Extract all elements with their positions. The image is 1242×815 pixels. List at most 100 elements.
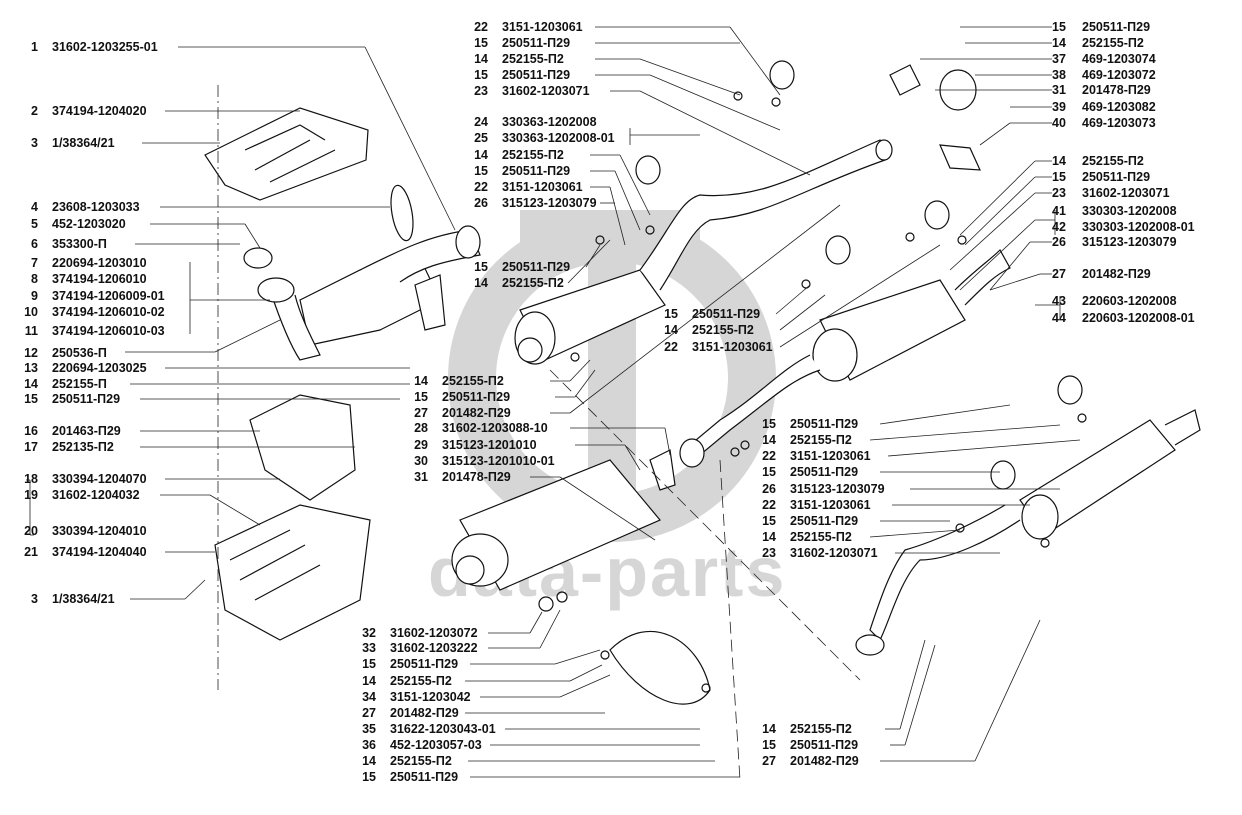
part-number: 250511-П29 xyxy=(502,68,571,82)
part-number: 250511-П29 xyxy=(502,260,571,274)
callout-number: 22 xyxy=(762,449,776,463)
callout-number: 15 xyxy=(474,164,488,178)
part-number: 330303-1202008-01 xyxy=(1082,220,1195,234)
callout-number: 27 xyxy=(1052,267,1066,281)
part-number: 252155-П2 xyxy=(790,722,852,736)
callout-number: 15 xyxy=(362,657,376,671)
callout-number: 27 xyxy=(414,406,428,420)
part-number: 315123-1203079 xyxy=(1082,235,1177,249)
part-number: 3151-1203061 xyxy=(692,340,773,354)
part-number: 330394-1204010 xyxy=(52,524,147,538)
gasket-4 xyxy=(390,184,414,242)
part-number: 315123-1203079 xyxy=(502,196,597,210)
tail-pipe xyxy=(869,504,1021,642)
part-number: 330394-1204070 xyxy=(52,472,147,486)
part-number: 3151-1203061 xyxy=(502,20,583,34)
part-callout: 15 250511-П29 xyxy=(462,36,570,50)
callout-number: 27 xyxy=(762,754,776,768)
clamp-ring-35 xyxy=(609,630,711,705)
part-number: 250511-П29 xyxy=(790,465,859,479)
converter-bracket xyxy=(414,274,446,331)
part-number: 31602-1203071 xyxy=(502,84,590,98)
part-number: 252155-П2 xyxy=(790,530,852,544)
callout-number: 25 xyxy=(474,131,488,145)
flange-5 xyxy=(243,247,273,269)
part-number: 201482-П29 xyxy=(1082,267,1151,281)
part-number: 250511-П29 xyxy=(502,36,571,50)
part-number: 469-1203082 xyxy=(1082,100,1156,114)
callout-number: 17 xyxy=(24,440,38,454)
callout-number: 12 xyxy=(24,346,38,360)
callout-number: 15 xyxy=(474,36,488,50)
part-number: 23608-1203033 xyxy=(52,200,140,214)
part-number: 31602-1203255-01 xyxy=(52,40,158,54)
callout-number: 42 xyxy=(1052,220,1066,234)
callout-number: 26 xyxy=(1052,235,1066,249)
part-number: 374194-1206010 xyxy=(52,272,147,286)
part-number: 250511-П29 xyxy=(790,417,859,431)
hanger-40 xyxy=(939,144,981,171)
downpipe xyxy=(269,289,321,361)
part-callout: 5 452-1203020 xyxy=(12,217,126,231)
part-number: 469-1203073 xyxy=(1082,116,1156,130)
part-number: 250511-П29 xyxy=(390,770,459,784)
part-number: 252155-П2 xyxy=(502,276,564,290)
part-number: 220694-1203025 xyxy=(52,361,147,375)
part-number: 3151-1203061 xyxy=(502,180,583,194)
part-number: 220603-1202008 xyxy=(1082,294,1177,308)
callout-number: 2 xyxy=(31,104,38,118)
callout-number: 14 xyxy=(414,374,428,388)
part-callout: 14 252155-П2 xyxy=(750,530,852,544)
callout-number: 14 xyxy=(474,52,488,66)
callout-number: 15 xyxy=(1052,170,1066,184)
part-number: 201478-П29 xyxy=(1082,83,1151,97)
callout-number: 15 xyxy=(414,390,428,404)
part-number: 353300-П xyxy=(52,237,107,251)
part-number: 250511-П29 xyxy=(442,390,511,404)
callout-number: 5 xyxy=(31,217,38,231)
callout-number: 22 xyxy=(762,498,776,512)
part-number: 315123-1201010 xyxy=(442,438,537,452)
part-number: 31602-1203071 xyxy=(1082,186,1170,200)
callout-number: 9 xyxy=(31,289,38,303)
part-number: 452-1203020 xyxy=(52,217,126,231)
part-number: 252155-П2 xyxy=(390,674,452,688)
part-number: 31602-1204032 xyxy=(52,488,140,502)
part-number: 252155-П2 xyxy=(502,52,564,66)
part-number: 250511-П29 xyxy=(790,514,859,528)
callout-number: 14 xyxy=(762,530,776,544)
part-number: 201482-П29 xyxy=(390,706,459,720)
part-number: 250511-П29 xyxy=(390,657,459,671)
part-callout: 42 330303-1202008-01 xyxy=(1052,220,1195,234)
callout-number: 14 xyxy=(762,722,776,736)
